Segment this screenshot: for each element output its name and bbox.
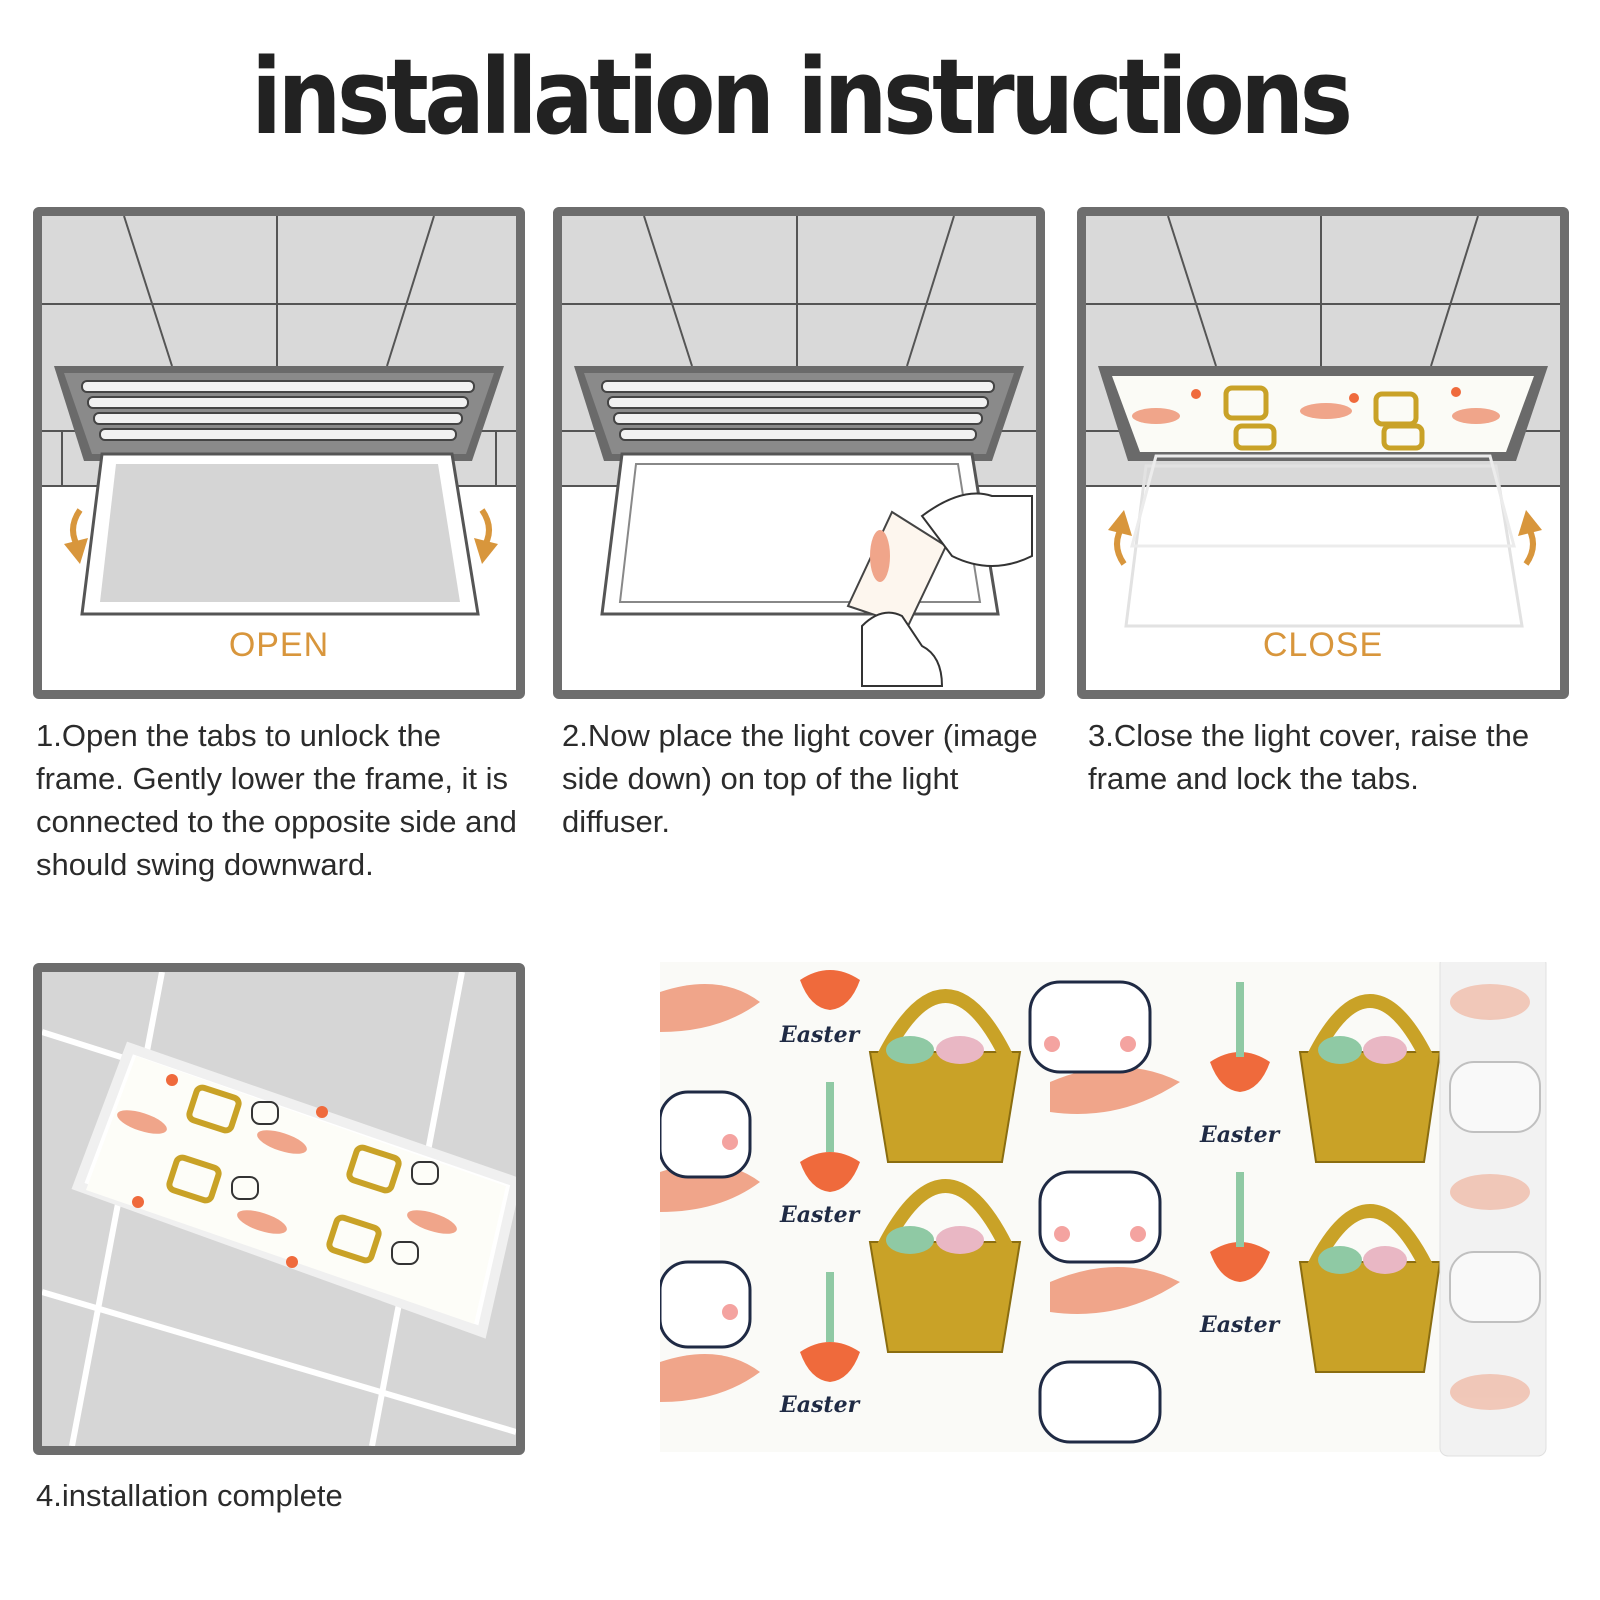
installed-cover-drawing xyxy=(42,972,516,1446)
bunny-icon xyxy=(660,980,1162,1444)
easter-text: Easter xyxy=(779,1202,861,1228)
close-label: CLOSE xyxy=(1262,626,1384,664)
step-1-illustration: OPEN xyxy=(33,207,525,699)
step-1-caption: 1.Open the tabs to unlock the frame. Gen… xyxy=(36,718,517,882)
step-2-caption: 2.Now place the light cover (image side … xyxy=(562,718,1038,839)
easter-text: Easter xyxy=(1199,1312,1281,1338)
page-title: installation instructions xyxy=(251,36,1353,158)
step-3-illustration: CLOSE xyxy=(1077,207,1569,699)
flower-icon xyxy=(800,970,1270,1382)
basket-icon xyxy=(868,989,1442,1373)
step-4-illustration xyxy=(33,963,525,1455)
easter-pattern-roll: Easter Easter Easter Easter Easter xyxy=(660,962,1560,1462)
step-3-caption: 3.Close the light cover, raise the frame… xyxy=(1088,718,1530,796)
pattern-roll-drawing: Easter Easter Easter Easter Easter xyxy=(660,962,1547,1457)
place-cover-drawing xyxy=(562,216,1036,690)
ceiling-close-frame-drawing xyxy=(1086,216,1560,690)
step-2-illustration xyxy=(553,207,1045,699)
open-label: OPEN xyxy=(228,626,330,664)
easter-text: Easter xyxy=(1199,1122,1281,1148)
easter-text: Easter xyxy=(779,1022,861,1048)
step-4-caption: 4.installation complete xyxy=(36,1478,343,1513)
easter-text: Easter xyxy=(779,1392,861,1418)
ceiling-open-frame-drawing xyxy=(42,216,516,690)
